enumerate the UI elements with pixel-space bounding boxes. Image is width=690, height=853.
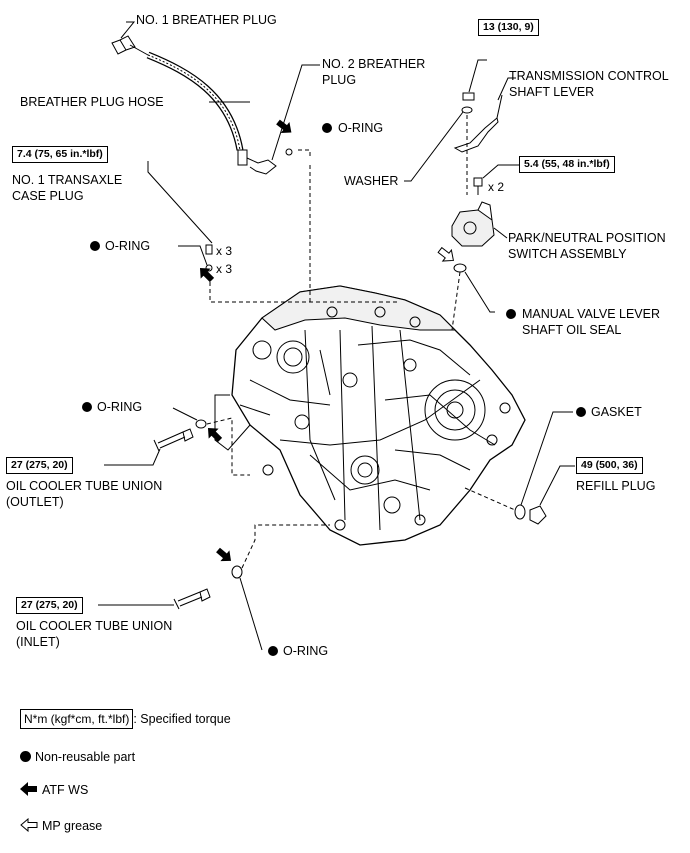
non-reusable-dot <box>322 123 332 133</box>
label-washer: WASHER <box>344 174 399 188</box>
atf-arrow-icon <box>216 547 232 562</box>
nut-13 <box>462 92 475 101</box>
atf-arrow-icon <box>199 267 215 283</box>
leader-switch <box>493 227 508 239</box>
torque-outlet: 27 (275, 20) <box>6 457 73 474</box>
leader-oring-outlet <box>172 407 198 421</box>
label-case-plug-line1: NO. 1 TRANSAXLE <box>12 173 123 187</box>
label-oring-outlet: O-RING <box>97 400 143 414</box>
breather-plug-2 <box>237 149 277 175</box>
outline-arrow-icon <box>20 818 38 832</box>
legend-torque-text: : Specified torque <box>133 712 231 726</box>
label-pn-switch-line1: PARK/NEUTRAL POSITION <box>508 231 666 245</box>
legend-non-reusable: Non-reusable part <box>20 749 135 765</box>
label-gasket: GASKET <box>591 405 642 419</box>
qty-plug-bolts: x 3 <box>216 244 233 258</box>
label-tube-inlet-line2: (INLET) <box>16 635 60 649</box>
non-reusable-dot <box>82 402 92 412</box>
torque-refill: 49 (500, 36) <box>576 457 643 474</box>
oring-inlet-part <box>231 565 243 579</box>
breather-plug-hose <box>146 51 244 151</box>
leader-case-plug <box>147 161 213 244</box>
qty-plug-orings: x 3 <box>216 262 233 276</box>
leader-gasket <box>520 411 573 506</box>
label-tube-inlet-line1: OIL COOLER TUBE UNION <box>16 619 173 633</box>
oil-cooler-tube-union-inlet <box>173 588 211 610</box>
refill-plug <box>529 505 547 525</box>
label-pn-switch-line2: SWITCH ASSEMBLY <box>508 247 627 261</box>
legend-atf-ws-text: ATF WS <box>42 783 89 797</box>
label-oring-inlet: O-RING <box>283 644 329 658</box>
label-oring-top: O-RING <box>338 121 384 135</box>
oring-top-part <box>285 148 293 156</box>
legend-non-reusable-text: Non-reusable part <box>35 750 136 764</box>
leader-breather-1 <box>120 21 136 39</box>
label-oil-seal-line2: SHAFT OIL SEAL <box>522 323 622 337</box>
torque-switch-bolt: 5.4 (55, 48 in.*lbf) <box>519 156 615 173</box>
label-breather-plug-2-line1: NO. 2 BREATHER <box>322 57 426 71</box>
label-control-lever-line2: SHAFT LEVER <box>509 85 595 99</box>
leader-refill <box>539 465 575 506</box>
transaxle-case-plug <box>205 244 213 272</box>
label-tube-outlet-line1: OIL COOLER TUBE UNION <box>6 479 163 493</box>
transaxle-case <box>214 285 526 546</box>
non-reusable-dot <box>506 309 516 319</box>
leader-tube-outlet <box>104 448 161 466</box>
label-oring-left: O-RING <box>105 239 151 253</box>
leader-lever <box>497 77 516 101</box>
leader-switch-bolt <box>482 164 519 179</box>
qty-switch-bolts: x 2 <box>488 180 505 194</box>
label-breather-plug-1: NO. 1 BREATHER PLUG <box>136 13 277 27</box>
atf-arrow-icon <box>276 119 292 134</box>
torque-nut-13: 13 (130, 9) <box>478 19 539 36</box>
label-breather-hose: BREATHER PLUG HOSE <box>20 95 164 109</box>
label-oil-seal-line1: MANUAL VALVE LEVER <box>522 307 661 321</box>
filled-circle-icon <box>20 751 31 762</box>
oring-outlet-part <box>195 419 207 429</box>
label-tube-outlet-line2: (OUTLET) <box>6 495 64 509</box>
oil-seal-part <box>453 263 467 273</box>
leader-oil-seal <box>464 271 495 313</box>
legend-atf-ws: ATF WS <box>20 782 88 798</box>
non-reusable-dot <box>268 646 278 656</box>
label-case-plug-line2: CASE PLUG <box>12 189 84 203</box>
mp-grease-arrow-icon <box>437 246 454 262</box>
leader-oring-inlet <box>239 577 263 651</box>
legend-torque: N*m (kgf*cm, ft.*lbf): Specified torque <box>20 709 231 729</box>
leader-oring-left <box>178 245 208 266</box>
label-breather-plug-2-line2: PLUG <box>322 73 357 87</box>
atf-arrow-icon <box>207 427 223 443</box>
control-shaft-lever <box>453 94 503 153</box>
non-reusable-dot <box>90 241 100 251</box>
legend-mp-grease: MP grease <box>20 818 102 834</box>
torque-case-plug: 7.4 (75, 65 in.*lbf) <box>12 146 108 163</box>
label-refill-plug: REFILL PLUG <box>576 479 656 493</box>
park-neutral-switch <box>451 201 495 247</box>
label-control-lever-line1: TRANSMISSION CONTROL <box>509 69 669 83</box>
legend-mp-grease-text: MP grease <box>42 819 103 833</box>
torque-inlet: 27 (275, 20) <box>16 597 83 614</box>
switch-bolt <box>473 177 483 195</box>
filled-arrow-icon <box>20 782 37 796</box>
legend-torque-box: N*m (kgf*cm, ft.*lbf) <box>20 709 134 729</box>
oil-cooler-tube-union-outlet <box>153 428 194 452</box>
leader-washer <box>404 111 464 182</box>
non-reusable-dot <box>576 407 586 417</box>
leader-nut <box>468 59 487 93</box>
gasket-part <box>514 504 526 520</box>
breather-plug-1 <box>111 35 149 56</box>
washer-part <box>461 106 473 114</box>
leader-breather-2 <box>271 64 320 161</box>
